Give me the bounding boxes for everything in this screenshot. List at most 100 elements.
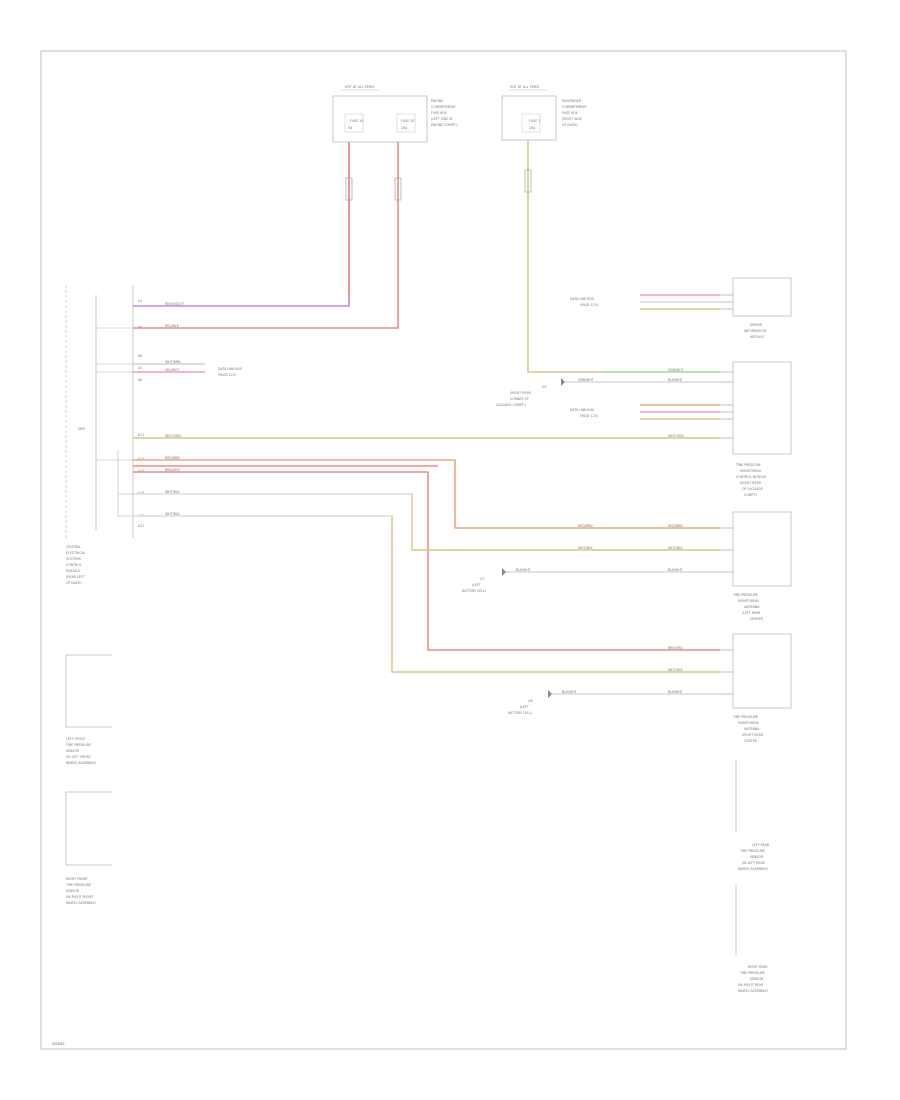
wire-label-wht-grn: WHT/GRN — [165, 434, 181, 438]
wire-label-yel-wht-left: YEL/WHT — [165, 368, 179, 372]
sensor-lf-label-4: (IN LEFT FRONT — [66, 755, 91, 759]
sensor-rf-label-3: SENSOR — [66, 889, 80, 893]
diagram-id: W4882 — [52, 1042, 65, 1046]
wire-wht-blk-1 — [133, 493, 720, 551]
tpms-cm-label-5: OF LUGGAGE — [742, 487, 763, 491]
tpms-antenna-left: TIRE PRESSURE MONITORING ANTENNA (LEFT R… — [732, 511, 792, 621]
antenna-right-label-3: ANTENNA — [744, 727, 760, 731]
wire-label-brn-org-right: BRN/ORG — [668, 646, 684, 650]
fuse-box-engine: HOT AT ALL TIMES FUSE 16 5A FUSE 20 10A … — [332, 85, 457, 143]
central-module-label-1: CENTRAL — [66, 545, 81, 549]
sensor-rr-label-1: RIGHT REAR — [748, 965, 768, 969]
wire-label-blk-wht-1-right: BLK/WHT — [668, 568, 683, 572]
wire-label-brn-org: BRN/ORG — [165, 468, 181, 472]
antenna-right-label-1: TIRE PRESSURE — [732, 715, 758, 719]
pin-a15: A15 — [138, 469, 144, 473]
wire-red-brn — [133, 459, 720, 529]
central-module-label-2: ELECTRICAL — [66, 551, 86, 555]
fuse-box-passenger-label-2: COMPARTMENT — [562, 105, 586, 109]
wire-yellow — [527, 140, 720, 373]
fuse-box-engine-label-1: ENGINE — [431, 99, 443, 103]
wire-label-red-brn: RED/BRN — [165, 456, 180, 460]
dim-label-1: DRIVER — [750, 323, 763, 327]
sensor-lf-label-1: LEFT FRONT — [66, 737, 85, 741]
antenna-left-label-3: ANTENNA — [744, 605, 760, 609]
sensor-rr-label-3: SENSOR — [750, 977, 764, 981]
fuse-box-passenger: HOT AT ALL TIMES FUSE 1 10A PASSENGER CO… — [501, 85, 586, 141]
wire-label-wht-blk-2: WHT/BLK — [165, 512, 181, 516]
ground-g7-1: G7 — [480, 577, 485, 581]
central-module-label-7: OF DASH) — [66, 581, 82, 585]
tpms-control-module-box — [732, 361, 792, 455]
ground-g8-2: (LEFT — [520, 705, 529, 709]
central-module-label-3: SYSTEMS — [66, 557, 81, 561]
ground-g3-4: LUGGAGE COMPT.) — [496, 403, 526, 407]
ground-g7-3: BATTERY CELL) — [462, 589, 486, 593]
pin-a12: A12 — [138, 457, 144, 461]
ground-g8-3: BATTERY CELL) — [508, 711, 532, 715]
fuse-box-passenger-label-3: FUSE BOX — [562, 111, 579, 115]
wire-label-red-brn-right: RED/BRN — [668, 524, 683, 528]
fuse-box-engine-label-5: ENGINE COMPT.) — [431, 123, 457, 127]
sensor-lr-label-1: LEFT REAR — [752, 843, 770, 847]
fuse-box-passenger-outline — [501, 95, 557, 141]
sensor-lf-label-2: TIRE PRESSURE — [65, 743, 91, 747]
pin-a1: A1 — [138, 299, 142, 303]
data-link-ref-left-1: DATA LINK BUS — [218, 367, 242, 371]
pin-a21: A21 — [138, 524, 144, 528]
tpms-control-module: TIRE PRESSURE MONITORING CONTROL MODULE … — [732, 361, 792, 497]
pin-a8: A8 — [138, 378, 142, 382]
sensor-lr-label-5: WHEEL ASSEMBLY) — [738, 867, 768, 871]
sensor-lr-label-4: (IN LEFT REAR — [742, 861, 766, 865]
tpms-antenna-right: TIRE PRESSURE MONITORING ANTENNA (RIGHT … — [732, 633, 792, 743]
wire-label-wht-grn-right: WHT/GRN — [668, 434, 684, 438]
wire-wht-blk-2 — [133, 515, 720, 673]
data-link-ref-left-2: (PAGE 123) — [218, 373, 236, 377]
central-module: SEM A1 A4 A6 A7 A8 A11 A12 A15 A16 A20 A… — [65, 285, 144, 585]
wire-label-red-violet: RED/VIOLET — [165, 302, 184, 306]
central-module-label-5: MODULE — [66, 569, 80, 573]
antenna-left-label-1: TIRE PRESSURE — [732, 593, 758, 597]
fuse-16-label: FUSE 16 — [350, 119, 363, 123]
wire-red-violet — [133, 142, 350, 307]
central-module-label-6: (REAR LEFT — [66, 575, 84, 579]
antenna-right-label-4: (RIGHT REAR — [742, 733, 764, 737]
data-link-ref-dim-1: DATA LINK BUS — [570, 297, 594, 301]
antenna-left-label-2: MONITORING — [738, 599, 760, 603]
central-module-label-4: CONTROL — [66, 563, 82, 567]
pin-a11: A11 — [138, 433, 144, 437]
pin-a6: A6 — [138, 354, 142, 358]
wire-label-grn-wht: GRN/WHT — [578, 378, 594, 382]
wire-label-wht-blk-1-mid: WHT/BLK — [578, 546, 594, 550]
antenna-left-label-4: (LEFT REAR — [742, 611, 761, 615]
driver-information-module: DRIVER INFORMATION MODULE — [732, 277, 792, 339]
fuse-box-engine-label-3: FUSE BOX — [431, 111, 448, 115]
pin-a7: A7 — [138, 366, 142, 370]
data-link-ref-dim-2: (PAGE 123) — [580, 303, 598, 307]
sensor-rf-label-2: TIRE PRESSURE — [65, 883, 91, 887]
data-link-ref-tpms-1: DATA LINK BUS — [570, 408, 594, 412]
wire-label-blk-wht-2-right: BLK/WHT — [668, 690, 683, 694]
wire-label-wht-brn-left: WHT/BRN — [165, 360, 181, 364]
sensor-lf-label-5: WHEEL ASSEMBLY) — [66, 761, 96, 765]
fuse-box-engine-label-4: (LEFT SIDE IN — [431, 117, 453, 121]
sensor-rf-label-4: (IN RIGHT FRONT — [66, 895, 94, 899]
sensor-lr-label-2: TIRE PRESSURE — [739, 849, 765, 853]
wire-brn-org — [133, 471, 720, 651]
wire-label-red-brn-mid: RED/BRN — [578, 524, 593, 528]
fuse-box-passenger-label-4: (RIGHT SIDE — [562, 117, 582, 121]
fuse-box-passenger-label-5: OF DASH) — [562, 123, 578, 127]
sensor-rr-label-4: (IN RIGHT REAR — [738, 983, 764, 987]
wire-label-red-black: RED/BLK — [165, 324, 180, 328]
ground-g3-3: CORNER OF — [510, 397, 529, 401]
wire-label-blk-wht-2: BLK/WHT — [562, 690, 577, 694]
sensor-rr-label-5: WHEEL ASSEMBLY) — [738, 989, 768, 993]
sensor-left-front: LEFT FRONT TIRE PRESSURE SENSOR (IN LEFT… — [65, 654, 112, 765]
sensor-right-front: RIGHT FRONT TIRE PRESSURE SENSOR (IN RIG… — [65, 791, 112, 905]
tpms-cm-label-1: TIRE PRESSURE — [735, 463, 761, 467]
wire-label-blk-wht-1: BLK/WHT — [516, 568, 531, 572]
wire-label-wht-blk-1: WHT/BLK — [165, 490, 181, 494]
pin-a4: A4 — [138, 325, 142, 329]
fuse-box-engine-outline — [332, 95, 428, 143]
